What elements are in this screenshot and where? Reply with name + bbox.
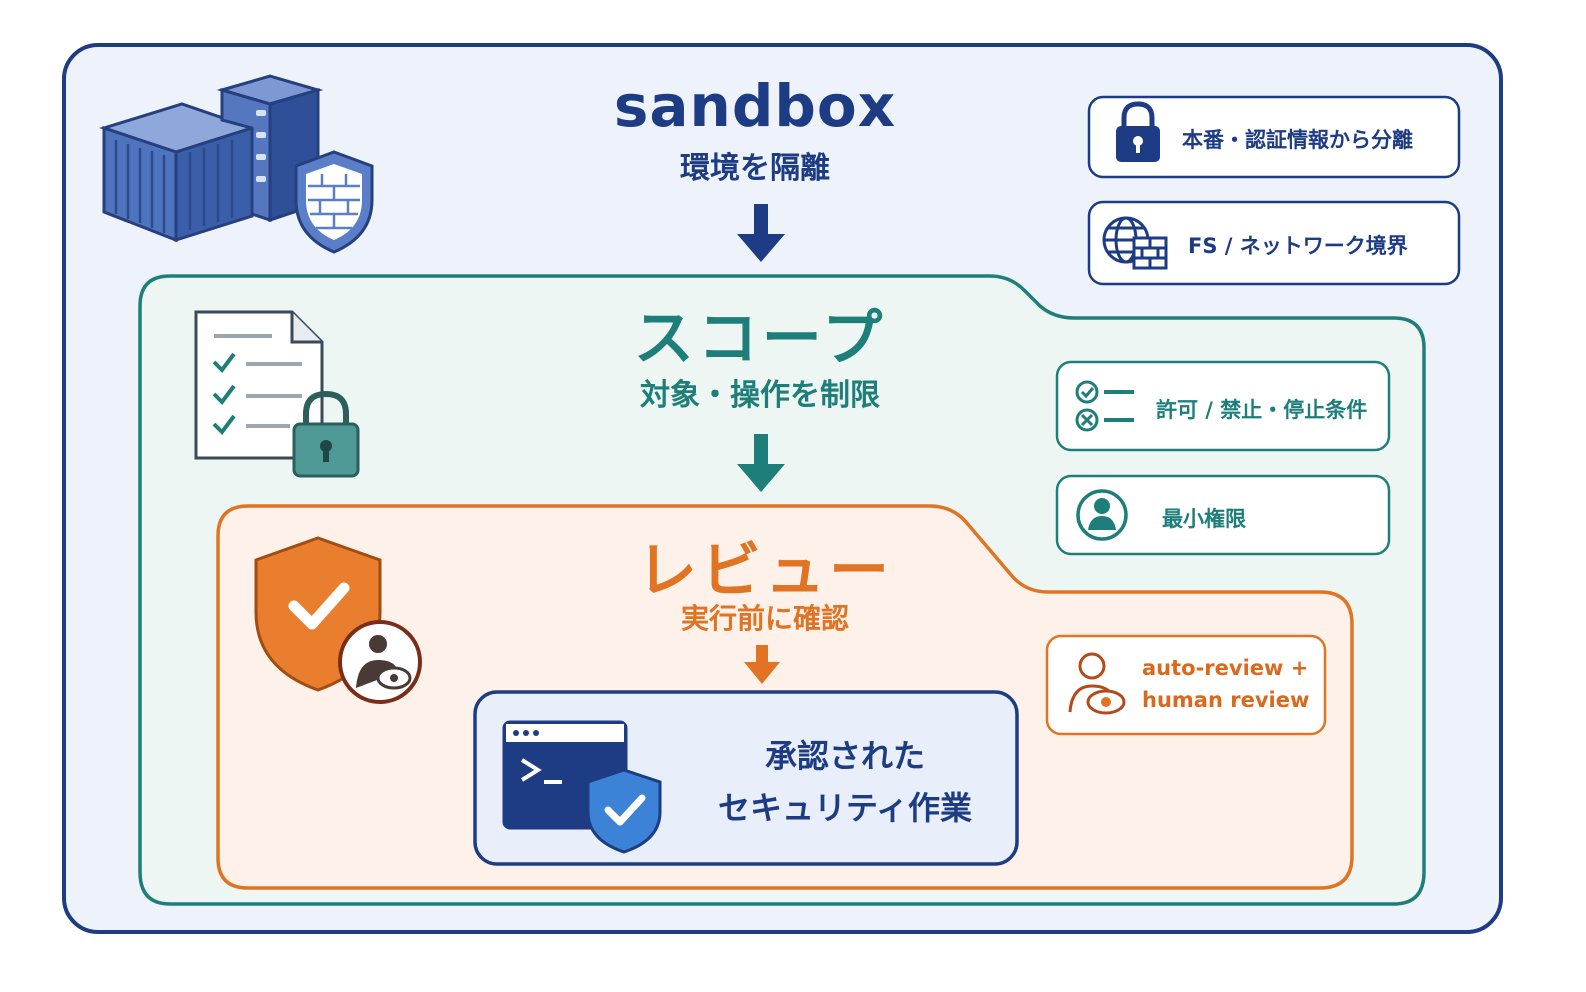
padlock-icon [292,390,360,478]
human-eye-icon [1068,652,1126,715]
arrow-review-to-result [744,645,780,684]
review-badge-label: auto-review + human review [1142,652,1312,716]
lock-icon [1116,101,1160,162]
sandbox-title: sandbox [613,72,897,140]
scope-badge-1-label: 許可 / 禁止・停止条件 [1156,398,1368,422]
sandbox-badge-2-frame [1087,200,1461,286]
result-line-1: 承認された [764,737,925,775]
scope-badge-2-label: 最小権限 [1162,507,1246,531]
arrow-scope-to-review [737,434,785,492]
sandbox-badge-1-label: 本番・認証情報から分離 [1182,128,1413,152]
result-label: 承認された セキュリティ作業 [690,730,1000,834]
sandbox-badge-2-label: FS / ネットワーク境界 [1188,234,1408,258]
sandbox-badge-1-frame [1087,95,1461,179]
allow-deny-list-icon [1075,380,1134,432]
result-line-2: セキュリティ作業 [717,789,973,827]
review-badge-line-2: human review [1142,688,1310,712]
user-icon [1076,489,1128,541]
sandbox-subtitle: 環境を隔離 [680,151,830,186]
firewall-shield-icon [294,150,374,254]
review-subtitle: 実行前に確認 [680,602,849,635]
arrow-sandbox-to-scope [737,204,785,262]
scope-badge-2-frame [1055,474,1391,556]
review-badge-line-1: auto-review + [1142,656,1309,680]
reviewer-eye-icon [338,620,422,704]
review-title: レビュー [637,536,893,606]
checklist-document-icon [194,310,324,460]
scope-title: スコープ [633,304,887,374]
scope-subtitle: 対象・操作を制限 [640,378,880,413]
container-icon [99,102,257,243]
globe-firewall-icon [1102,216,1168,270]
scope-badge-1-frame [1055,360,1391,452]
check-shield-icon [586,768,662,854]
